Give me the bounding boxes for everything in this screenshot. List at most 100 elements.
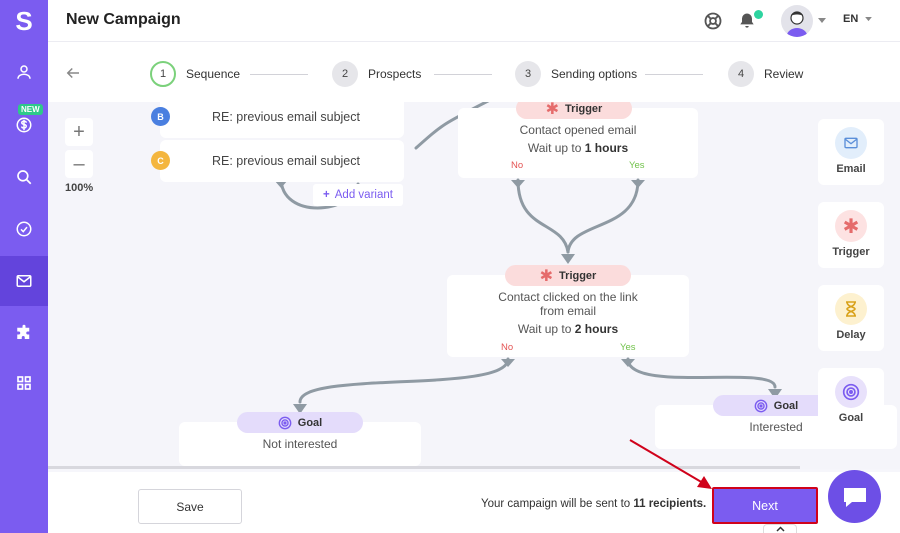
tool-delay[interactable]: Delay bbox=[818, 285, 884, 351]
asterisk-icon: ✱ bbox=[545, 102, 560, 118]
step-sequence[interactable]: 1 Sequence bbox=[150, 61, 240, 87]
puzzle-icon bbox=[17, 324, 30, 339]
branch-no-label: No bbox=[511, 160, 524, 171]
dollar-icon bbox=[16, 117, 32, 133]
trigger-node-clicked[interactable] bbox=[447, 275, 689, 357]
avatar[interactable] bbox=[781, 5, 813, 37]
sidebar-item-campaigns[interactable] bbox=[0, 256, 48, 306]
sidebar-item-search[interactable] bbox=[0, 152, 48, 202]
variant-subject: RE: previous email subject bbox=[212, 153, 360, 168]
goal-text: Interested bbox=[749, 420, 803, 434]
wait-value: 1 hours bbox=[584, 141, 629, 155]
grid-icon bbox=[17, 376, 31, 390]
zoom-in-button[interactable]: + bbox=[65, 118, 93, 146]
tool-label: Email bbox=[836, 163, 866, 175]
goal-text: Not interested bbox=[262, 437, 338, 451]
chevron-down-icon[interactable] bbox=[818, 18, 826, 24]
tool-trigger[interactable]: ✱ Trigger bbox=[818, 202, 884, 268]
recipients-prefix: Your campaign will be sent to bbox=[481, 498, 634, 510]
add-variant-button[interactable]: + Add variant bbox=[313, 184, 403, 206]
trigger-condition-line2: from email bbox=[539, 304, 596, 318]
branch-yes-label: Yes bbox=[629, 160, 645, 171]
wait-prefix: Wait up to bbox=[527, 141, 585, 155]
flow-arrowheads bbox=[274, 180, 782, 414]
trigger-tag: ✱ Trigger bbox=[505, 265, 631, 286]
step-connector bbox=[645, 74, 703, 75]
step-review[interactable]: 4 Review bbox=[728, 61, 803, 87]
language-label: EN bbox=[843, 13, 859, 25]
asterisk-icon: ✱ bbox=[539, 267, 554, 285]
goal-tag: Goal bbox=[237, 412, 363, 433]
asterisk-icon: ✱ bbox=[835, 210, 867, 242]
target-icon bbox=[278, 416, 292, 429]
variant-row[interactable]: C RE: previous email subject bbox=[151, 151, 360, 170]
horizontal-scrollbar[interactable] bbox=[48, 466, 800, 469]
variant-row[interactable]: B RE: previous email subject bbox=[151, 107, 360, 126]
step-number: 4 bbox=[728, 61, 754, 87]
email-variant-card-b[interactable] bbox=[160, 102, 404, 138]
flow-canvas[interactable]: + – 100% B RE: previous email subject C … bbox=[48, 102, 900, 469]
trigger-node-opened[interactable] bbox=[458, 108, 698, 178]
back-arrow-icon[interactable] bbox=[64, 64, 82, 82]
tool-label: Goal bbox=[838, 412, 864, 424]
goal-tag: Goal bbox=[713, 395, 839, 416]
next-button[interactable]: Next bbox=[712, 487, 818, 524]
step-prospects[interactable]: 2 Prospects bbox=[332, 61, 421, 87]
sidebar-item-integrations[interactable] bbox=[0, 308, 48, 358]
tool-goal[interactable]: Goal bbox=[818, 368, 884, 434]
search-icon bbox=[17, 170, 32, 185]
trigger-tag-label: Trigger bbox=[559, 269, 597, 282]
add-variant-label: Add variant bbox=[334, 189, 393, 201]
sidebar-item-apps[interactable] bbox=[0, 358, 48, 408]
chevron-down-icon bbox=[865, 17, 873, 22]
sidebar: S NEW bbox=[0, 0, 48, 533]
step-label: Review bbox=[764, 67, 804, 81]
trigger-wait: Wait up to 1 hours bbox=[458, 141, 698, 155]
check-circle-icon bbox=[16, 221, 32, 237]
user-icon bbox=[17, 65, 31, 79]
chat-button[interactable] bbox=[828, 470, 881, 523]
zoom-out-button[interactable]: – bbox=[65, 150, 93, 178]
help-lifebuoy-icon[interactable] bbox=[703, 11, 723, 31]
step-label: Sending options bbox=[551, 67, 638, 81]
variant-badge: C bbox=[151, 151, 170, 170]
trigger-condition: Contact opened email bbox=[519, 123, 637, 137]
step-label: Sequence bbox=[186, 67, 241, 81]
top-header: New Campaign EN bbox=[48, 0, 900, 42]
language-selector[interactable]: EN bbox=[843, 13, 873, 25]
branch-no-label: No bbox=[501, 342, 514, 353]
trigger-condition: Contact clicked on the link bbox=[498, 290, 638, 304]
step-number: 2 bbox=[332, 61, 358, 87]
step-number: 1 bbox=[150, 61, 176, 87]
step-connector bbox=[434, 74, 492, 75]
tool-label: Delay bbox=[836, 329, 866, 341]
sidebar-item-prospects[interactable] bbox=[0, 47, 48, 97]
flow-connectors bbox=[279, 102, 777, 404]
zoom-level: 100% bbox=[65, 182, 94, 194]
tool-label: Trigger bbox=[832, 246, 870, 258]
footer-bar: Save Your campaign will be sent to 11 re… bbox=[48, 472, 900, 533]
new-badge: NEW bbox=[18, 104, 43, 115]
sidebar-item-tasks[interactable] bbox=[0, 204, 48, 254]
save-button[interactable]: Save bbox=[138, 489, 242, 524]
wait-value: 2 hours bbox=[574, 322, 619, 336]
step-connector bbox=[250, 74, 308, 75]
goal-tag-label: Goal bbox=[773, 399, 799, 412]
collapse-tab[interactable] bbox=[763, 524, 797, 533]
trigger-tag-label: Trigger bbox=[565, 102, 603, 115]
step-label: Prospects bbox=[368, 67, 422, 81]
bell-icon[interactable] bbox=[737, 11, 757, 31]
tool-email[interactable]: Email bbox=[818, 119, 884, 185]
plus-icon: + bbox=[323, 189, 330, 201]
sidebar-item-deals[interactable]: NEW bbox=[0, 100, 48, 150]
email-icon bbox=[835, 127, 867, 159]
step-sending-options[interactable]: 3 Sending options bbox=[515, 61, 637, 87]
step-number: 3 bbox=[515, 61, 541, 87]
page-title: New Campaign bbox=[66, 11, 181, 28]
app-logo[interactable]: S bbox=[15, 5, 33, 36]
branch-yes-label: Yes bbox=[620, 342, 636, 353]
email-variant-card-c[interactable] bbox=[160, 140, 404, 182]
notification-dot bbox=[754, 10, 763, 19]
chat-bubble-icon bbox=[843, 487, 866, 507]
target-icon bbox=[754, 399, 768, 412]
